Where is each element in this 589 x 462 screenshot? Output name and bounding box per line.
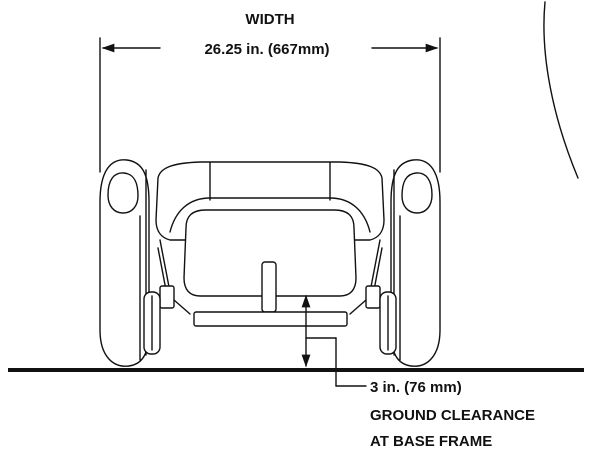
clearance-line1: GROUND CLEARANCE [370, 407, 535, 424]
right-drive-wheel [390, 159, 441, 367]
center-post [261, 261, 277, 313]
width-title: WIDTH [245, 11, 294, 28]
width-value: 26.25 in. (667mm) [204, 41, 329, 58]
adjacent-circle-arc [543, 1, 579, 179]
clearance-value: 3 in. (76 mm) [370, 379, 462, 396]
clearance-line2: AT BASE FRAME [370, 433, 492, 450]
left-drive-wheel [99, 159, 150, 367]
seat-base-shell [155, 161, 385, 297]
right-caster [349, 285, 397, 355]
left-caster [143, 285, 191, 355]
base-frame-plate [193, 311, 348, 327]
